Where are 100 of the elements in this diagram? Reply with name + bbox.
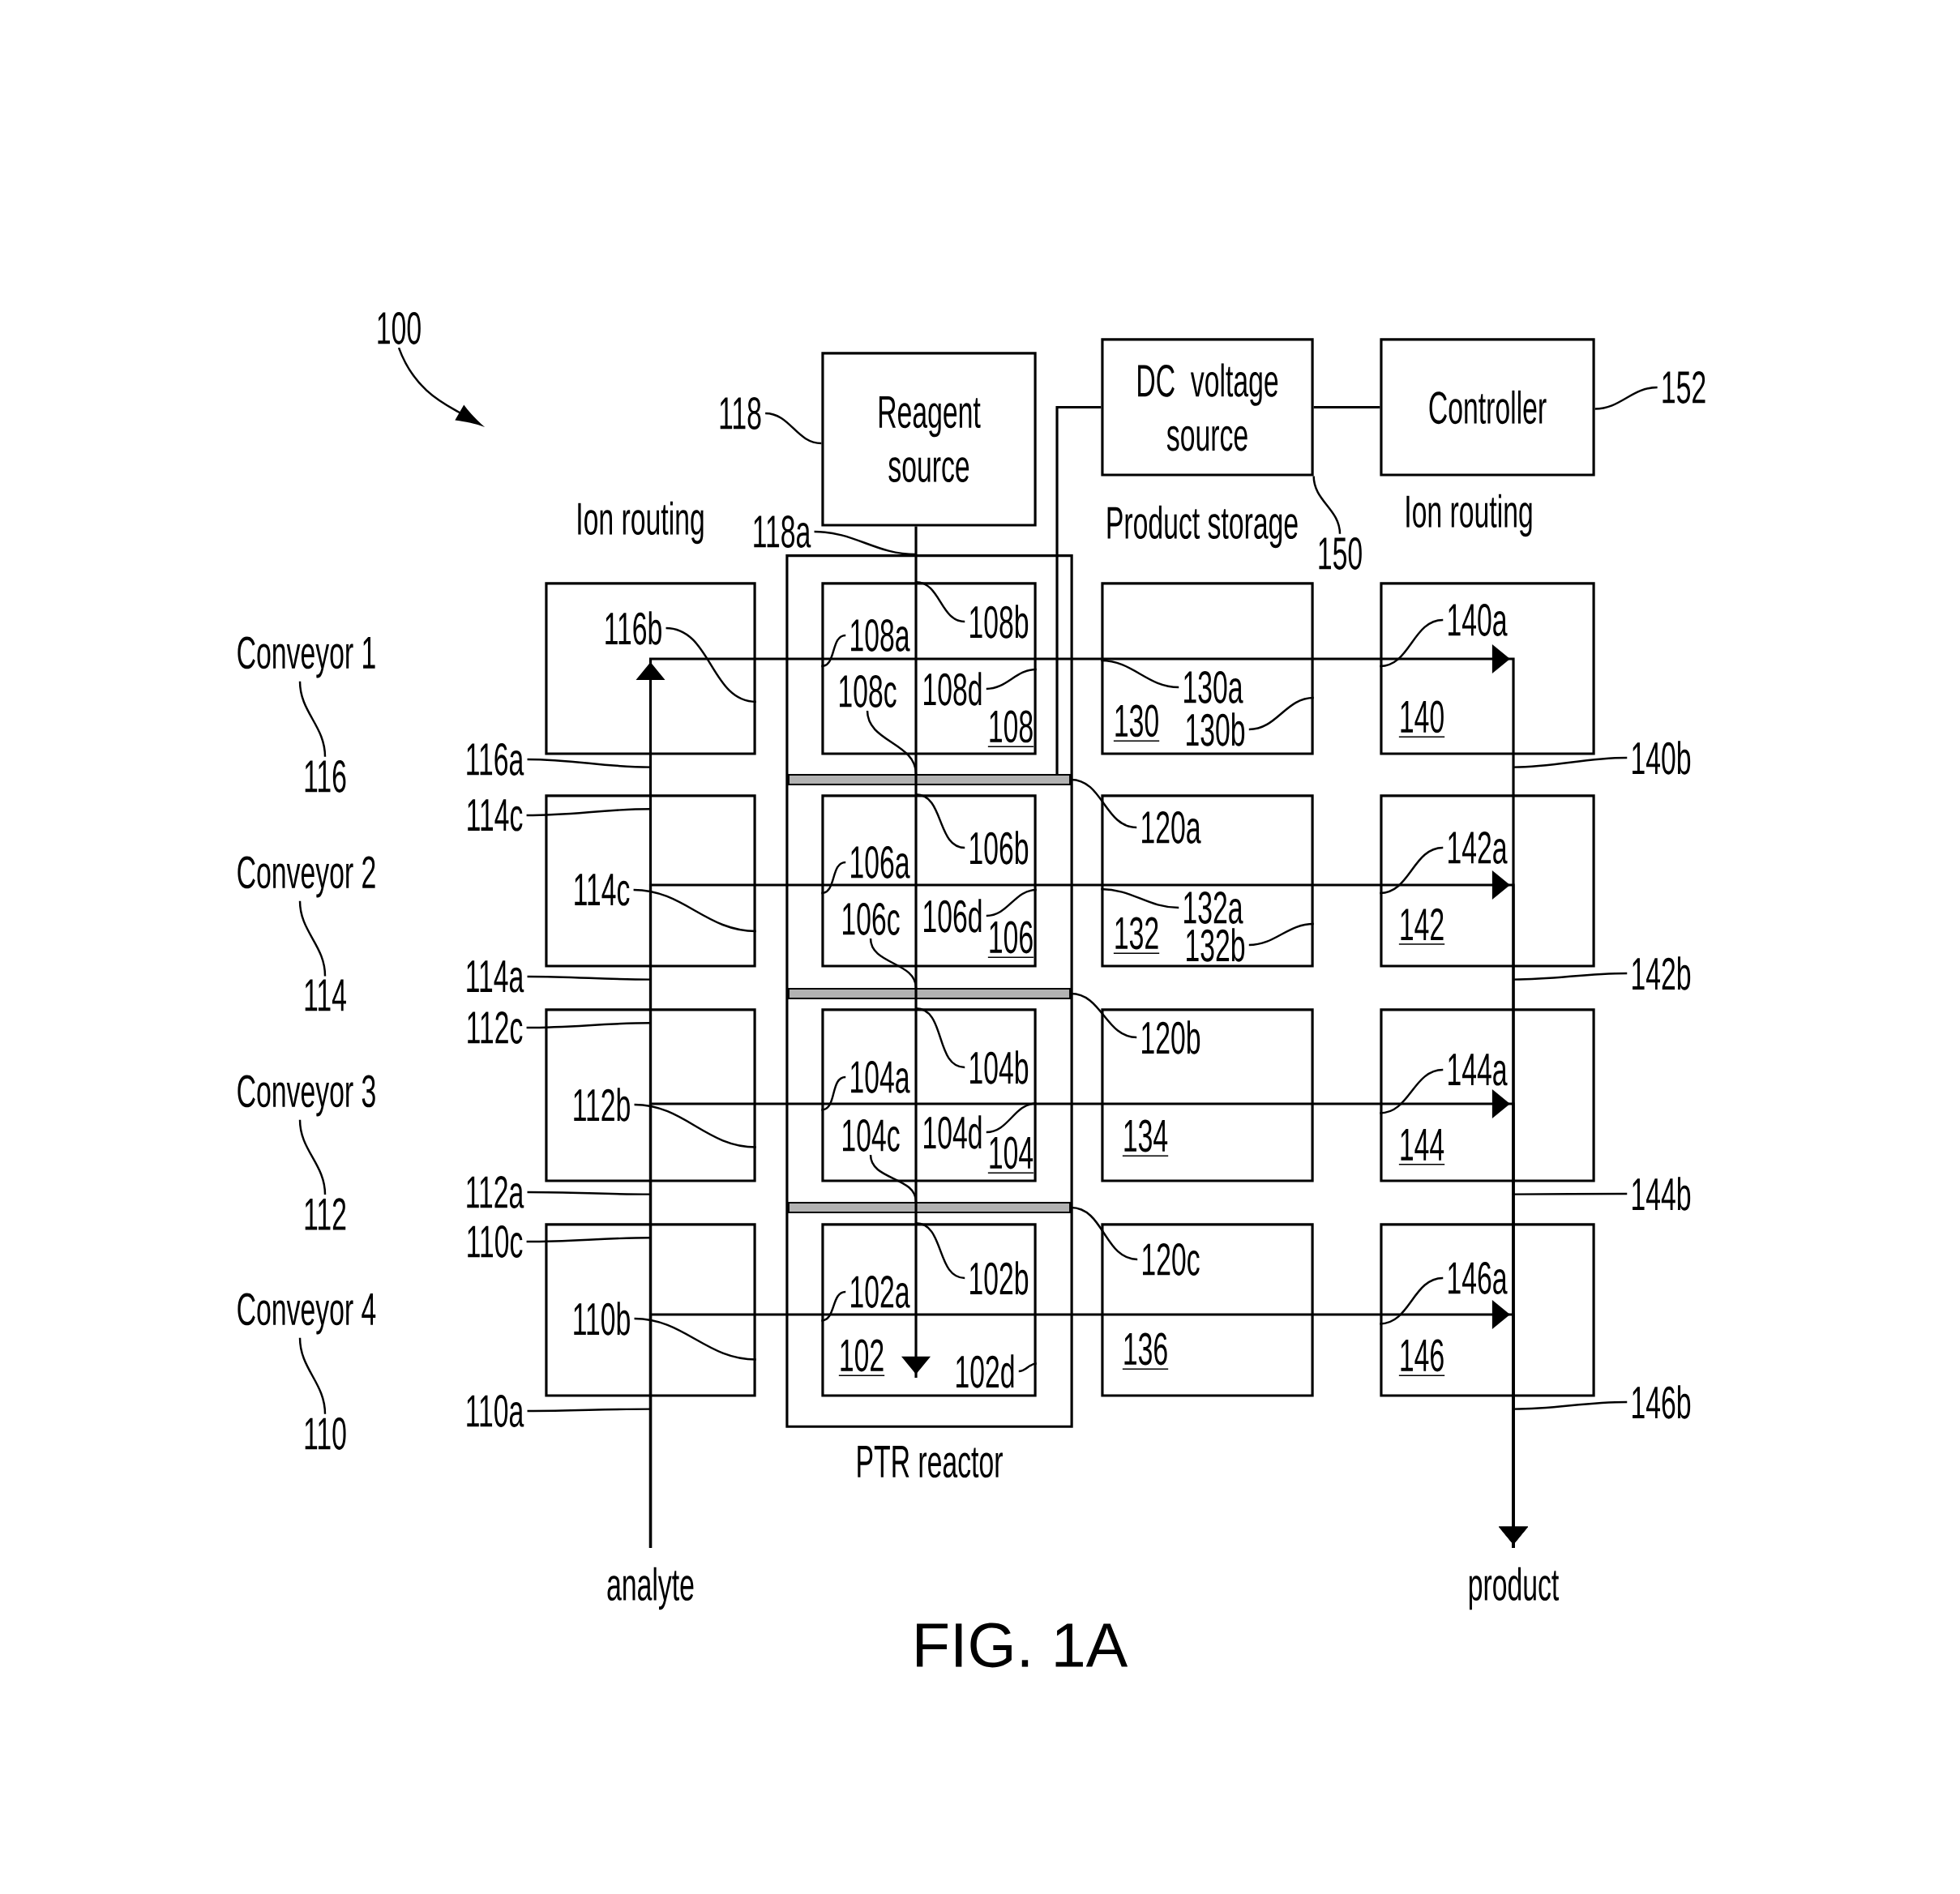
leader-line bbox=[765, 412, 822, 445]
reference-numeral: 108c bbox=[840, 675, 897, 708]
leader-line bbox=[915, 793, 965, 849]
reference-numeral: 100 bbox=[378, 312, 421, 344]
reference-numeral: 144b bbox=[1633, 1177, 1691, 1211]
leader-line bbox=[1594, 386, 1658, 410]
reference-numeral: 112 bbox=[305, 1198, 346, 1230]
leader-line bbox=[986, 668, 1037, 690]
reference-numeral: 114a bbox=[467, 960, 524, 993]
reference-numeral: 102d bbox=[956, 1354, 1014, 1388]
reference-numeral: 118 bbox=[720, 397, 761, 430]
leader-line bbox=[1071, 1206, 1138, 1261]
leader-line bbox=[634, 1103, 756, 1148]
reference-numeral: 108d bbox=[924, 672, 982, 706]
column-label: Product storage bbox=[1107, 505, 1298, 549]
reference-numeral: 116a bbox=[467, 743, 524, 776]
reference-numeral: 104d bbox=[924, 1115, 982, 1149]
leader-line bbox=[527, 758, 651, 768]
leader-line bbox=[821, 634, 846, 668]
leader-line bbox=[526, 1237, 651, 1243]
leader-line bbox=[821, 1075, 846, 1111]
leader-line bbox=[526, 1022, 651, 1029]
leader-line bbox=[1513, 1192, 1628, 1195]
leader-line bbox=[1513, 756, 1628, 768]
leader-line bbox=[527, 1191, 651, 1195]
figure-caption: FIG. 1A bbox=[917, 1623, 1128, 1668]
reference-numeral: 132a bbox=[1184, 891, 1243, 924]
reference-numeral: 104c bbox=[843, 1119, 900, 1152]
plate-bar bbox=[787, 987, 1072, 1000]
reference-numeral: 114c bbox=[468, 799, 523, 832]
leader-line bbox=[298, 1337, 327, 1414]
reference-numeral: 110c bbox=[468, 1225, 523, 1258]
cell-box bbox=[545, 1008, 756, 1182]
reference-numeral: 116 bbox=[305, 760, 346, 793]
leader-line bbox=[1101, 659, 1179, 689]
leader-line bbox=[1248, 922, 1314, 947]
cell-box bbox=[545, 794, 756, 968]
reference-numeral: 108b bbox=[970, 605, 1029, 639]
leader-line bbox=[1248, 696, 1314, 731]
leader-line bbox=[526, 808, 651, 817]
reference-numeral: 112a bbox=[467, 1176, 524, 1208]
reference-numeral: 106a bbox=[851, 846, 910, 879]
leader-line bbox=[1380, 618, 1444, 668]
cell-box bbox=[545, 582, 756, 755]
reference-numeral: 114c bbox=[575, 874, 630, 906]
leader-line bbox=[633, 888, 756, 933]
reference-numeral: 140b bbox=[1633, 741, 1691, 775]
leader-line bbox=[1380, 1276, 1444, 1325]
reference-numeral: 142b bbox=[1633, 956, 1691, 990]
leader-line bbox=[527, 1408, 651, 1413]
reference-numeral: 102b bbox=[970, 1261, 1029, 1295]
reference-numeral: 120b bbox=[1142, 1020, 1200, 1054]
row-label: Conveyor 1 bbox=[238, 636, 375, 678]
reference-numeral: 130a bbox=[1184, 671, 1243, 703]
leader-line bbox=[298, 681, 327, 757]
process-box: DC voltage source bbox=[1101, 338, 1314, 477]
column-label: Ion routing bbox=[578, 501, 704, 545]
leader-line bbox=[821, 1290, 846, 1322]
cell-box bbox=[545, 1223, 756, 1397]
flow-arrow bbox=[648, 1299, 1529, 1548]
leader-line bbox=[821, 861, 846, 895]
process-box: Controller bbox=[1380, 338, 1595, 477]
leader-line bbox=[1380, 846, 1444, 895]
reference-numeral: 106c bbox=[843, 903, 900, 935]
reference-numeral: 112b bbox=[574, 1088, 630, 1122]
process-box: Reagent source bbox=[821, 352, 1037, 527]
reference-numeral: 116b bbox=[606, 611, 661, 645]
leader-line bbox=[634, 1317, 756, 1361]
reference-numeral: 152 bbox=[1663, 371, 1705, 404]
reference-numeral: 142a bbox=[1449, 832, 1508, 864]
leader-line bbox=[298, 900, 327, 977]
leader-line bbox=[298, 1119, 327, 1195]
connector-line bbox=[1313, 405, 1380, 409]
leader-line bbox=[1312, 476, 1342, 534]
reference-numeral: 150 bbox=[1319, 537, 1362, 570]
reference-numeral: 146b bbox=[1633, 1385, 1691, 1419]
flow-arrow bbox=[901, 526, 931, 1378]
leader-line bbox=[1513, 972, 1628, 981]
leader-line bbox=[1513, 1400, 1628, 1410]
leader-line bbox=[1071, 992, 1137, 1039]
reference-numeral: 144a bbox=[1449, 1054, 1508, 1086]
node-label: PTR reactor bbox=[858, 1446, 1003, 1478]
leader-line bbox=[915, 1007, 965, 1069]
leader-line bbox=[1380, 1068, 1444, 1114]
reference-numeral: 108a bbox=[851, 619, 910, 652]
reference-numeral: 132b bbox=[1187, 928, 1245, 962]
reference-numeral: 110b bbox=[574, 1302, 630, 1336]
connector-line bbox=[1055, 405, 1102, 774]
leader-line bbox=[1071, 778, 1137, 829]
leader-line bbox=[665, 626, 756, 703]
leader-line bbox=[915, 1222, 965, 1280]
reference-numeral: 106d bbox=[924, 899, 982, 933]
column-label: Ion routing bbox=[1406, 494, 1532, 537]
reference-numeral: 112c bbox=[468, 1011, 523, 1044]
reference-numeral: 114 bbox=[305, 979, 346, 1011]
flow-label: analyte bbox=[607, 1567, 694, 1610]
reference-numeral: 118a bbox=[754, 515, 811, 548]
row-label: Conveyor 2 bbox=[238, 856, 375, 898]
plate-bar bbox=[787, 773, 1072, 786]
reference-numeral: 110a bbox=[467, 1395, 524, 1427]
